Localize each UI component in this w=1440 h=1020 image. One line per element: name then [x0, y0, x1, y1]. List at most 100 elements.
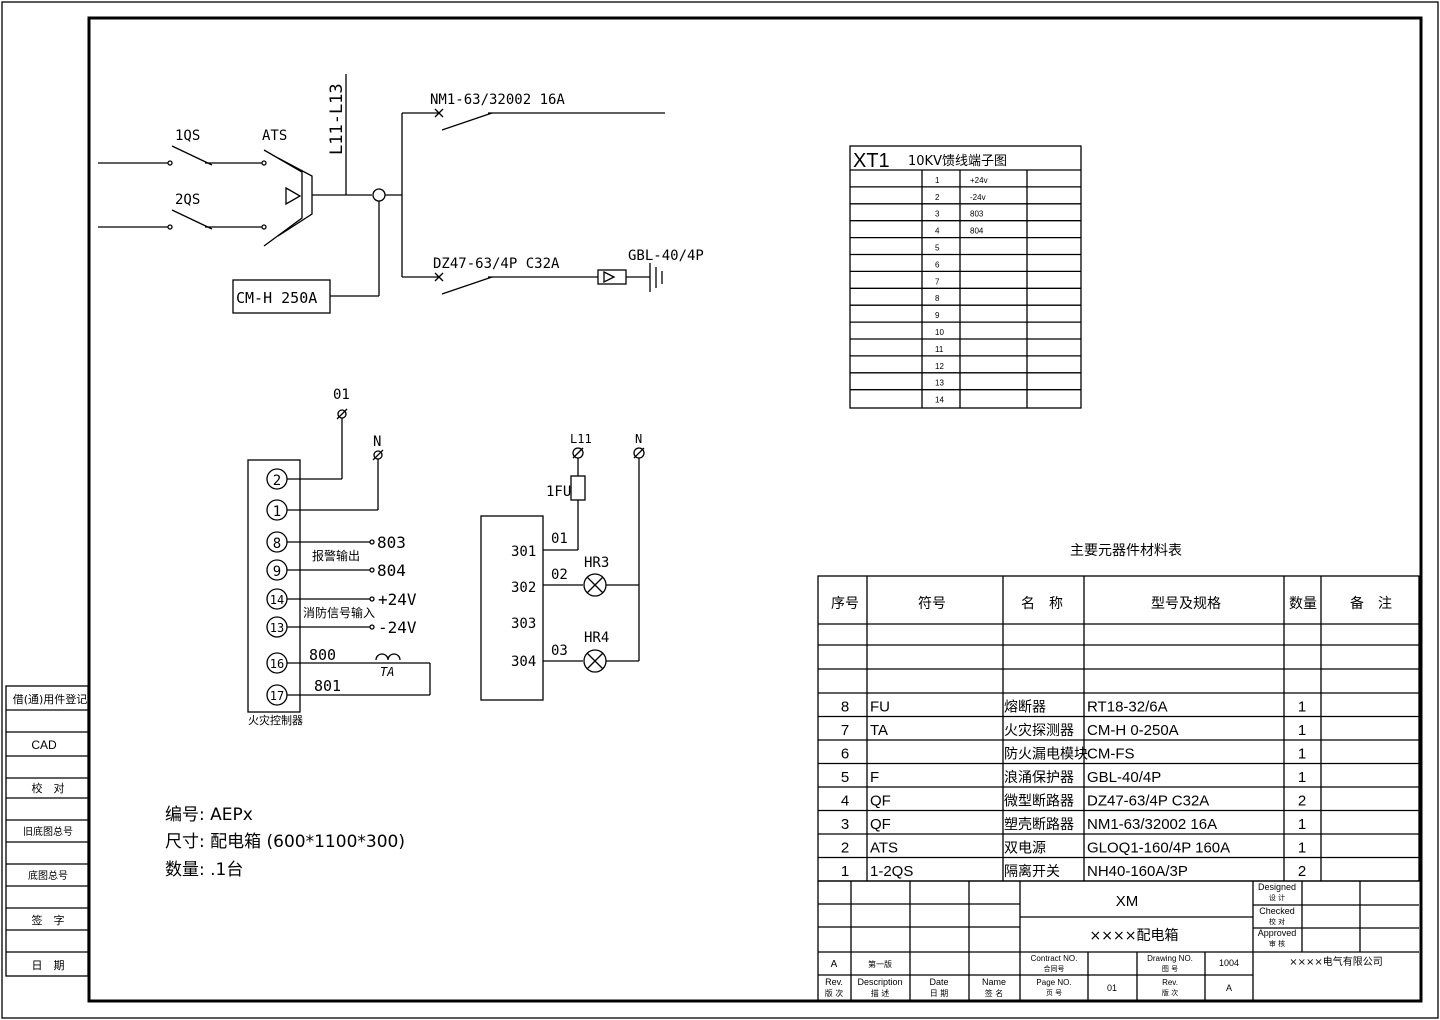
- sidebar-label-check: 校 对: [32, 781, 65, 795]
- bom-cell-qty: 1: [1298, 746, 1306, 763]
- xt1-row-number: 14: [935, 396, 944, 405]
- fire-o1-label: 01: [333, 387, 350, 403]
- bom-cell-spec: NM1-63/32002 16A: [1087, 816, 1217, 833]
- tb-name-cn: 签 名: [985, 988, 1004, 998]
- xt1-title: 10KV馈线端子图: [908, 154, 1007, 169]
- sidebar-label-base: 底图总号: [28, 869, 68, 882]
- bom-cell-qty: 2: [1298, 793, 1306, 810]
- fire-alarm-out-label: 报警输出: [312, 548, 360, 563]
- xt1-row-number: 9: [935, 311, 940, 320]
- bom-cell-qty: 1: [1298, 769, 1306, 786]
- breaker-bottom-label: DZ47-63/4P C32A: [433, 256, 560, 272]
- lamp-terminal-label: 302: [511, 580, 536, 596]
- tb-rev2-cn: 版 次: [1162, 988, 1178, 997]
- fire-terminal-label: 13: [270, 621, 284, 635]
- lamp-circuit: 301 302 303 304 L11 N 1FU 01 02 HR3 03 H…: [480, 432, 645, 701]
- bom-header-spec: 型号及规格: [1151, 596, 1221, 612]
- xt1-row-number: 10: [935, 328, 944, 337]
- cabinet-info: 编号: AEPx 尺寸: 配电箱 (600*1100*300) 数量: .1台: [165, 805, 405, 880]
- lamp-hr3-label: HR3: [584, 555, 609, 571]
- xt1-row-value: 803: [970, 210, 984, 219]
- bom-cell-no: 3: [841, 816, 849, 833]
- cabinet-code: 编号: AEPx: [165, 805, 253, 825]
- sidebar-label-date: 日 期: [32, 959, 65, 972]
- main-schematic: 1QS 2QS ATS L11-L13 CM-H 250A NM1-63/320…: [98, 74, 704, 314]
- lamp-wire-label: 01: [551, 531, 568, 547]
- xt1-row-number: 1: [935, 176, 940, 185]
- bom-cell-no: 5: [841, 769, 849, 786]
- fire-n-label: N: [373, 434, 381, 450]
- lamp-terminal-box: [480, 515, 544, 701]
- bom-cell-spec: GBL-40/4P: [1087, 769, 1161, 786]
- tb-date-cn: 日 期: [930, 989, 949, 998]
- ct-symbol: [372, 188, 386, 202]
- tb-rev: Rev.: [825, 977, 843, 987]
- ta-coil: [375, 653, 401, 661]
- xt1-row-value: +24v: [970, 176, 988, 185]
- bom-cell-spec: CM-FS: [1087, 746, 1135, 763]
- tb-rev2: Rev.: [1162, 978, 1178, 987]
- sidebar-label-register: 借(通)用件登记: [13, 692, 88, 706]
- tb-approved: Approved: [1258, 928, 1297, 938]
- qs2-label: 2QS: [175, 192, 200, 208]
- breaker-top-switch: [441, 112, 493, 131]
- fire-terminal: [266, 468, 288, 490]
- tb-page-value: 01: [1107, 983, 1117, 993]
- bom-cell-spec: DZ47-63/4P C32A: [1087, 793, 1209, 810]
- fire-value-minus24: -24V: [378, 618, 417, 637]
- bom-cell-qty: 1: [1298, 722, 1306, 739]
- bom-title: 主要元器件材料表: [1070, 543, 1182, 559]
- bom-cell-name: 微型断路器: [1004, 794, 1074, 810]
- surge-protector: [597, 269, 627, 285]
- bom-cell-symbol: TA: [870, 722, 888, 739]
- fire-terminal: [266, 499, 288, 521]
- bom-cell-no: 6: [841, 746, 849, 763]
- bom-cell-name: 防火漏电模块: [1004, 747, 1088, 763]
- xt1-row-number: 2: [935, 193, 940, 202]
- bom-cell-no: 8: [841, 699, 849, 716]
- fire-controller-label: 火灾控制器: [248, 713, 303, 727]
- xt1-row-value: -24v: [970, 193, 986, 202]
- bom-cell-name: 火灾探测器: [1004, 722, 1074, 739]
- ta-label: TA: [380, 665, 394, 679]
- bom-cell-name: 塑壳断路器: [1004, 816, 1074, 833]
- lamp-terminal-label: 303: [511, 616, 536, 632]
- xt1-row-value: 804: [970, 227, 984, 236]
- surge-label: GBL-40/4P: [628, 248, 704, 264]
- tb-drawing-no-value: 1004: [1219, 958, 1239, 968]
- bom-header-name: 名 称: [1021, 596, 1063, 612]
- fire-terminal-label: 9: [273, 564, 281, 580]
- bom-cell-symbol: F: [870, 769, 879, 786]
- bom-cell-symbol: FU: [870, 699, 890, 716]
- xt1-row-number: 3: [935, 210, 940, 219]
- fire-terminal-label: 8: [273, 536, 281, 552]
- fire-controller-box: [247, 459, 301, 713]
- bom-cell-no: 2: [841, 840, 849, 857]
- lamp-l11-label: L11: [570, 432, 592, 446]
- fire-controller-diagram: 火灾控制器 01 N 2 1 8 9 14 13 16 17 803 80: [247, 387, 431, 727]
- bom-header-no: 序号: [831, 596, 859, 612]
- xt1-row-number: 4: [935, 227, 940, 236]
- bom-header-qty: 数量: [1289, 596, 1317, 612]
- cm-box: [232, 279, 331, 314]
- bom-cell-spec: GLOQ1-160/4P 160A: [1087, 840, 1230, 857]
- bom-cell-spec: NH40-160A/3P: [1087, 863, 1188, 880]
- tb-description: Description: [857, 977, 902, 987]
- xt1-row-number: 12: [935, 362, 944, 371]
- lamp-terminal-label: 304: [511, 654, 536, 670]
- fire-value-plus24: +24V: [378, 590, 417, 609]
- fire-value-803: 803: [377, 533, 406, 552]
- bom-cell-qty: 1: [1298, 840, 1306, 857]
- bom-cell-name: 熔断器: [1004, 700, 1046, 716]
- lamp-wire-label: 03: [551, 643, 568, 659]
- fire-terminal-label: 2: [273, 473, 281, 489]
- breaker-bottom-switch: [441, 276, 493, 295]
- lamp-hr4-label: HR4: [584, 630, 609, 646]
- bom-header-symbol: 符号: [918, 596, 946, 612]
- tb-rev-cn: 版 次: [825, 988, 844, 998]
- tb-checked-cn: 校 对: [1269, 917, 1285, 926]
- xt1-row-number: 6: [935, 260, 940, 269]
